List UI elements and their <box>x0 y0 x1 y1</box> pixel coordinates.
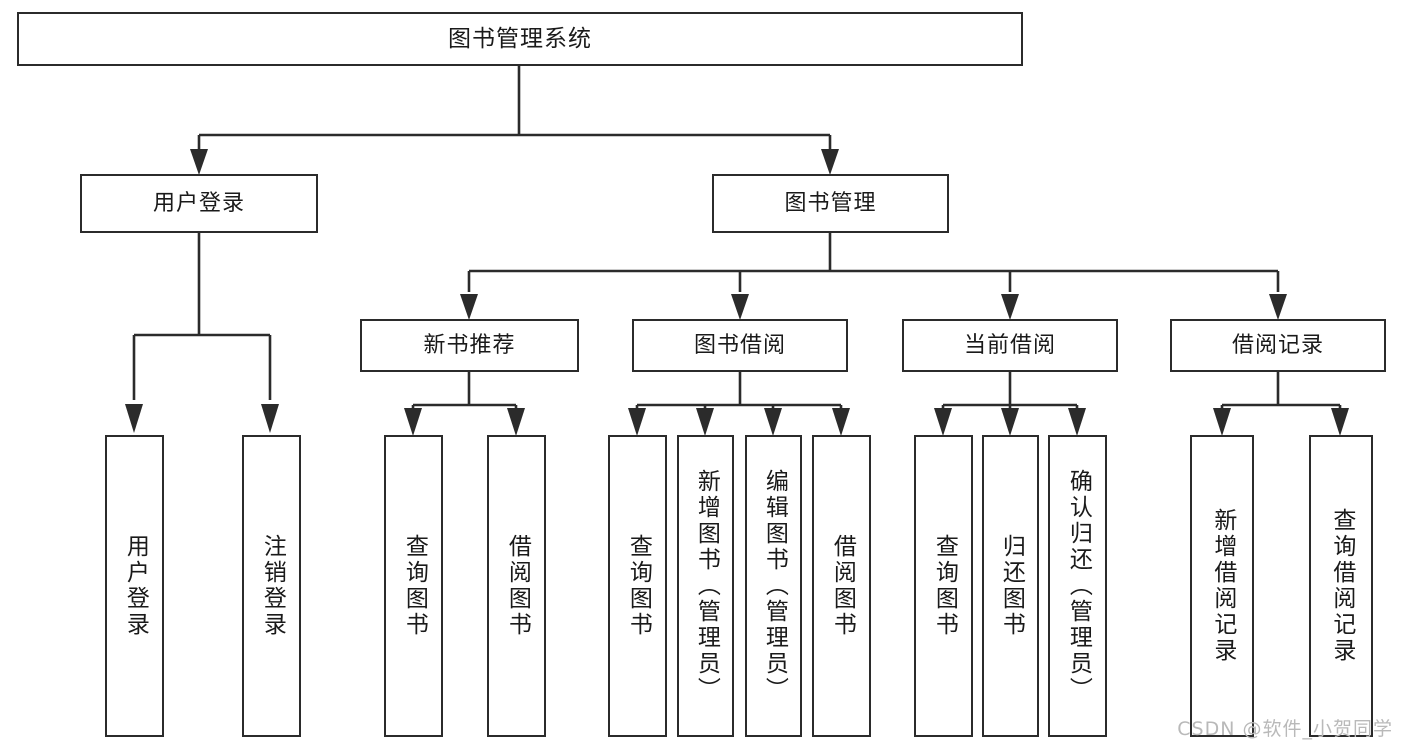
leaf-current-borrow-confirm-label: 确认归还（管理员） <box>1065 469 1092 703</box>
arrow-head-cb-leaf1 <box>934 408 952 436</box>
node-current-borrow-label: 当前借阅 <box>963 332 1056 358</box>
arrow-head-user-login <box>190 149 208 175</box>
leaf-book-borrow-borrow[interactable]: 借阅图书 <box>812 435 871 737</box>
arrow-head-current-borrow <box>1001 294 1019 320</box>
leaf-borrow-records-add[interactable]: 新增借阅记录 <box>1190 435 1254 737</box>
leaf-borrow-records-query-label: 查询借阅记录 <box>1328 508 1355 664</box>
arrow-head-bb-leaf4 <box>832 408 850 436</box>
arrow-head-bb-leaf2 <box>696 408 714 436</box>
node-root[interactable]: 图书管理系统 <box>17 12 1023 66</box>
node-new-book-recommend-label: 新书推荐 <box>423 332 516 358</box>
arrow-head-book-mgmt <box>821 149 839 175</box>
leaf-book-borrow-edit-label: 编辑图书（管理员） <box>761 469 788 703</box>
node-book-borrow[interactable]: 图书借阅 <box>632 319 848 372</box>
leaf-new-book-query-label: 查询图书 <box>401 534 428 638</box>
leaf-new-book-query[interactable]: 查询图书 <box>384 435 443 737</box>
node-book-management[interactable]: 图书管理 <box>712 174 949 233</box>
node-user-login-label: 用户登录 <box>152 190 245 216</box>
arrow-head-bb-leaf1 <box>628 408 646 436</box>
leaf-book-borrow-borrow-label: 借阅图书 <box>829 534 856 638</box>
leaf-book-borrow-add[interactable]: 新增图书（管理员） <box>677 435 734 737</box>
leaf-book-borrow-query[interactable]: 查询图书 <box>608 435 667 737</box>
node-borrow-records[interactable]: 借阅记录 <box>1170 319 1386 372</box>
arrow-head-borrow-records <box>1269 294 1287 320</box>
arrow-head-nb-leaf1 <box>404 408 422 436</box>
arrow-head-br-leaf2 <box>1331 408 1349 436</box>
node-root-label: 图书管理系统 <box>448 25 592 52</box>
leaf-book-borrow-edit[interactable]: 编辑图书（管理员） <box>745 435 802 737</box>
arrow-head-bb-leaf3 <box>764 408 782 436</box>
leaf-user-login-logout-label: 注销登录 <box>259 534 286 638</box>
node-user-login[interactable]: 用户登录 <box>80 174 318 233</box>
leaf-user-login-login-label: 用户登录 <box>122 534 149 638</box>
leaf-book-borrow-add-label: 新增图书（管理员） <box>693 469 720 703</box>
arrow-head-cb-leaf3 <box>1068 408 1086 436</box>
leaf-current-borrow-return-label: 归还图书 <box>998 534 1025 638</box>
leaf-current-borrow-confirm[interactable]: 确认归还（管理员） <box>1048 435 1107 737</box>
arrow-head-leaf-user-login <box>125 404 143 433</box>
node-borrow-records-label: 借阅记录 <box>1231 332 1324 358</box>
arrow-head-cb-leaf2 <box>1001 408 1019 436</box>
node-book-management-label: 图书管理 <box>784 190 877 216</box>
leaf-user-login-logout[interactable]: 注销登录 <box>242 435 301 737</box>
leaf-borrow-records-query[interactable]: 查询借阅记录 <box>1309 435 1373 737</box>
node-book-borrow-label: 图书借阅 <box>693 332 786 358</box>
leaf-current-borrow-return[interactable]: 归还图书 <box>982 435 1039 737</box>
arrow-head-leaf-logout <box>261 404 279 433</box>
leaf-user-login-login[interactable]: 用户登录 <box>105 435 164 737</box>
leaf-current-borrow-query-label: 查询图书 <box>931 534 958 638</box>
arrow-head-br-leaf1 <box>1213 408 1231 436</box>
leaf-current-borrow-query[interactable]: 查询图书 <box>914 435 973 737</box>
leaf-borrow-records-add-label: 新增借阅记录 <box>1209 508 1236 664</box>
arrow-head-book-borrow <box>731 294 749 320</box>
arrow-head-nb-leaf2 <box>507 408 525 436</box>
node-new-book-recommend[interactable]: 新书推荐 <box>360 319 579 372</box>
node-current-borrow[interactable]: 当前借阅 <box>902 319 1118 372</box>
leaf-new-book-borrow[interactable]: 借阅图书 <box>487 435 546 737</box>
leaf-book-borrow-query-label: 查询图书 <box>625 534 652 638</box>
arrow-head-new-book <box>460 294 478 320</box>
leaf-new-book-borrow-label: 借阅图书 <box>504 534 531 638</box>
